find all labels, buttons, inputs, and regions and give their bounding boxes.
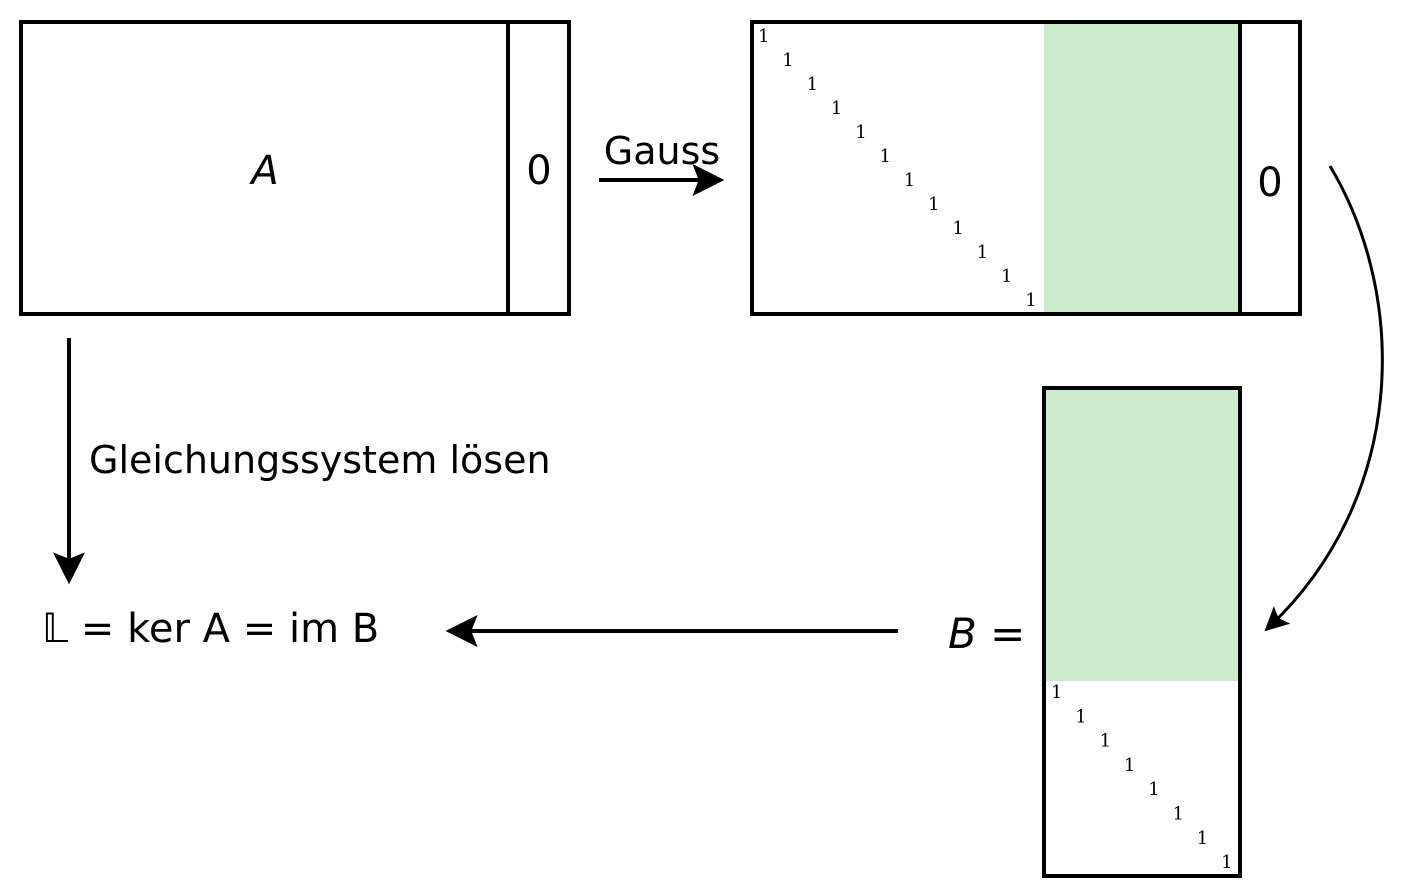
matrix-b-diagonal-entry: 1 (1148, 779, 1159, 800)
matrix-b-diagonal-entry: 1 (1124, 755, 1135, 776)
reduced-matrix-diagonal-entry: 1 (904, 170, 915, 191)
reduced-matrix-diagonal-entry: 1 (807, 74, 818, 95)
matrix-b-diagonal-entry: 1 (1221, 852, 1232, 873)
reduced-matrix-box (750, 20, 1302, 316)
curved-arrow (1264, 165, 1384, 632)
matrix-b-diagonal-entry: 1 (1100, 731, 1111, 752)
reduced-matrix-diagonal-entry: 1 (782, 50, 793, 71)
reduced-matrix-diagonal-entry: 1 (977, 242, 988, 263)
matrix-b-diagonal-entry: 1 (1051, 682, 1062, 703)
solve-arrow: Gleichungssystem lösen (53, 338, 551, 585)
reduced-matrix-zero-label: 0 (1257, 160, 1282, 206)
matrix-a: A 0 (19, 20, 571, 316)
solve-arrow-label: Gleichungssystem lösen (89, 438, 551, 482)
matrix-a-box (19, 20, 571, 316)
reduced-matrix-diagonal-entry: 1 (928, 194, 939, 215)
reduced-matrix-diagonal-entry: 1 (1001, 266, 1012, 287)
matrix-b-box (1042, 386, 1242, 878)
gauss-arrow: Gauss (599, 129, 725, 196)
reduced-matrix-diagonal-entry: 1 (831, 98, 842, 119)
reduced-matrix-diagonal-entry: 1 (758, 26, 769, 47)
gauss-arrow-label: Gauss (604, 129, 720, 173)
reduced-matrix-diagonal-entry: 1 (880, 146, 891, 167)
reduced-matrix-diagonal-entry: 1 (952, 218, 963, 239)
result-formula: 𝕃 = ker A = im B (42, 606, 379, 652)
matrix-a-label: A (248, 148, 278, 194)
matrix-b-diagonal-entry: 1 (1197, 828, 1208, 849)
reduced-matrix-diagonal-entry: 1 (855, 122, 866, 143)
matrix-a-zero-label: 0 (526, 148, 551, 194)
reduced-matrix-diagonal-entry: 1 (1025, 290, 1036, 311)
matrix-b-diagonal-entry: 1 (1173, 804, 1184, 825)
matrix-b-label: B = (948, 609, 1025, 658)
matrix-b-free-block (1044, 388, 1240, 681)
matrix-b-diagonal-entry: 1 (1075, 706, 1086, 727)
reduced-matrix-free-block (1044, 22, 1240, 314)
